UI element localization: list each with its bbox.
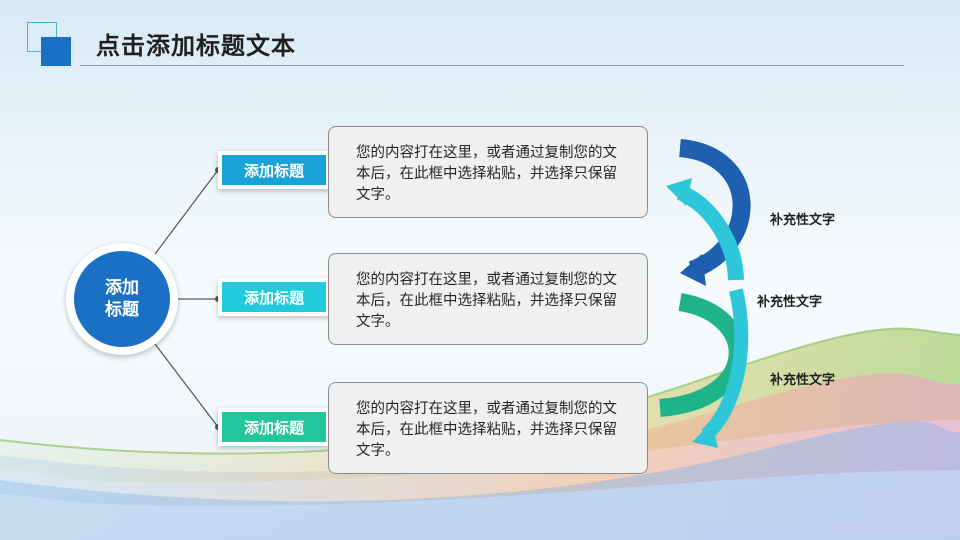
hub-label-line2: 标题 [105,300,139,320]
hub-circle[interactable]: 添加 标题 [74,251,170,347]
text-box-2[interactable]: 您的内容打在这里，或者通过复制您的文本后，在此框中选择粘贴，并选择只保留文字。 [328,253,648,345]
tag-1[interactable]: 添加标题 [218,151,330,189]
tag-3[interactable]: 添加标题 [218,408,330,446]
tag-2-label: 添加标题 [222,282,326,312]
tag-2[interactable]: 添加标题 [218,278,330,316]
title-divider [80,65,904,66]
tag-1-label: 添加标题 [222,155,326,185]
side-label-1[interactable]: 补充性文字 [770,213,836,228]
square-logo-fill [41,37,71,66]
curved-arrow-icon [659,139,751,448]
slide-title[interactable]: 点击添加标题文本 [96,32,296,60]
side-label-3[interactable]: 补充性文字 [770,373,836,388]
text-box-3[interactable]: 您的内容打在这里，或者通过复制您的文本后，在此框中选择粘贴，并选择只保留文字。 [328,382,648,474]
hub-label-line1: 添加 [105,278,139,298]
tag-3-label: 添加标题 [222,412,326,442]
side-label-2[interactable]: 补充性文字 [757,295,823,310]
text-box-1[interactable]: 您的内容打在这里，或者通过复制您的文本后，在此框中选择粘贴，并选择只保留文字。 [328,126,648,218]
